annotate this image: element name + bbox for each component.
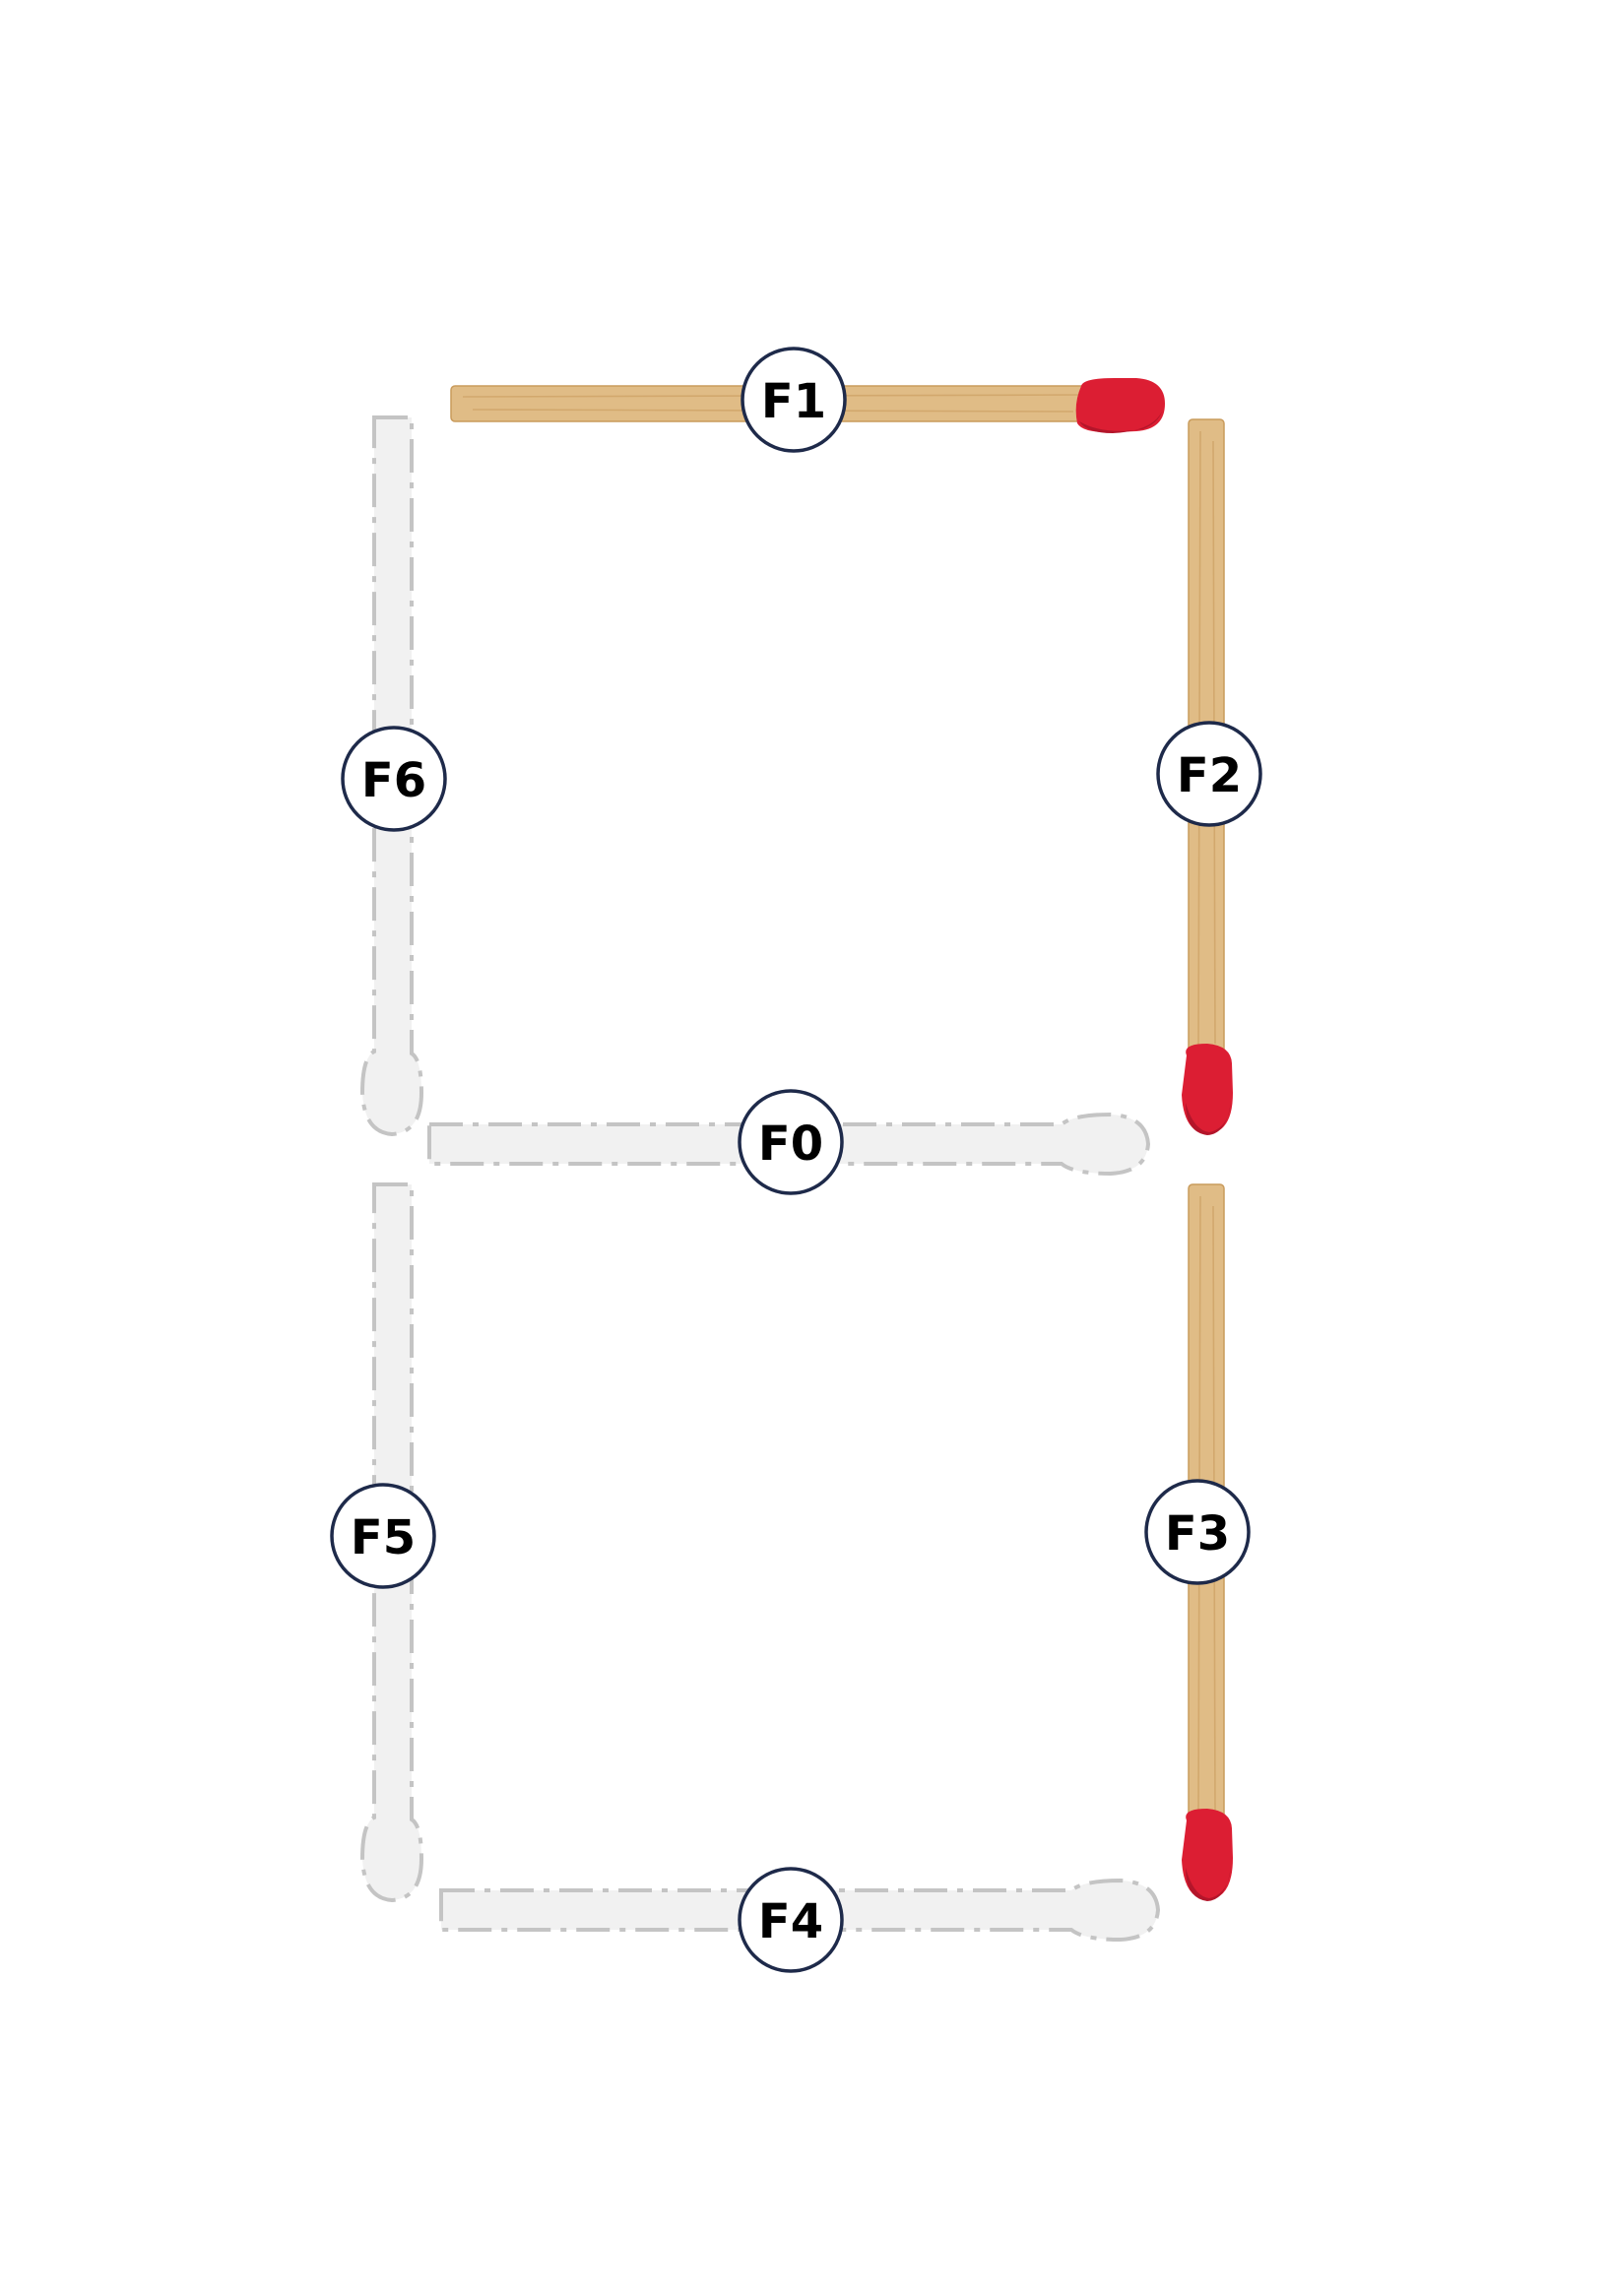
- segment-f4-label: F4: [758, 1894, 823, 1949]
- segment-f5-label: F5: [351, 1510, 416, 1565]
- match-head: [1182, 1809, 1233, 1900]
- segment-f3-label: F3: [1165, 1506, 1230, 1562]
- segment-f1-label: F1: [761, 374, 826, 429]
- segment-f1-label-badge: F1: [741, 347, 847, 453]
- segment-f6-label-badge: F6: [341, 726, 447, 832]
- segment-f2-label-badge: F2: [1156, 721, 1262, 827]
- segment-f3-label-badge: F3: [1144, 1479, 1251, 1585]
- segment-f6-label: F6: [361, 753, 426, 808]
- segment-f2-label: F2: [1177, 748, 1242, 803]
- segment-f0-label: F0: [758, 1116, 823, 1172]
- segment-f0-label-badge: F0: [738, 1089, 844, 1195]
- match-head: [1182, 1044, 1233, 1134]
- match-head: [1075, 378, 1165, 433]
- segment-f5-label-badge: F5: [330, 1483, 436, 1589]
- segment-f4-label-badge: F4: [738, 1867, 844, 1973]
